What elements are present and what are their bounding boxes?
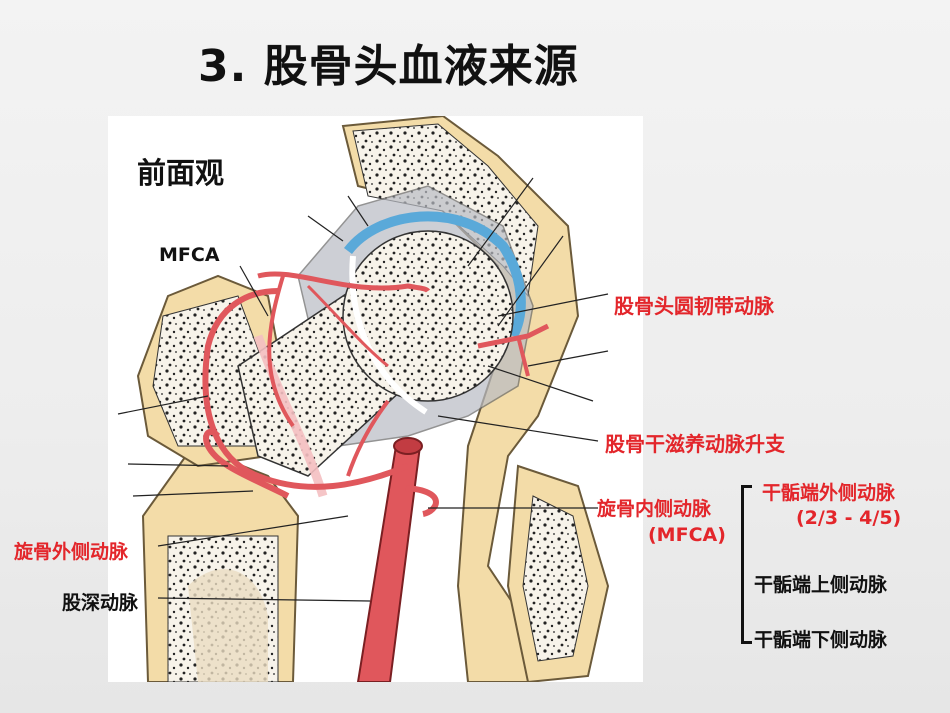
branch-bracket: [741, 485, 752, 644]
leader-deep-femoral: [157, 597, 371, 602]
leader-lig-teres: [497, 293, 609, 317]
leader-lfca: [157, 515, 349, 547]
hip-anatomy-illustration: [117, 116, 610, 682]
mfca-branch-circumflex: [405, 485, 439, 517]
label-mfca-cn: 旋骨内侧动脉: [597, 498, 712, 520]
nutrient-ascending: [346, 399, 390, 477]
articular-cartilage: [344, 211, 526, 339]
label-mfca-top: MFCA: [159, 244, 220, 266]
illustration-panel: [108, 116, 643, 682]
artery-top: [393, 437, 423, 455]
leader-nutrient: [437, 415, 599, 442]
label-lateral-ratio: (2/3 - 4/5): [796, 507, 902, 529]
mfca-artery: [202, 288, 410, 490]
view-label: 前面观: [137, 156, 225, 190]
lateral-epiphyseal: [257, 271, 431, 293]
ischium-marrow: [522, 495, 589, 662]
femoral-head: [342, 230, 514, 402]
ligamentum-teres-artery: [477, 323, 550, 349]
label-superior-epiphyseal: 干骺端上侧动脉: [754, 574, 888, 596]
label-deep-femoral: 股深动脉: [62, 592, 139, 614]
label-lateral-epiphyseal: 干骺端外侧动脉: [762, 482, 896, 504]
label-inferior-epiphyseal: 干骺端下侧动脉: [754, 629, 888, 651]
slide-title: 3. 股骨头血液来源: [198, 41, 579, 92]
label-ligamentum-teres-artery: 股骨头圆韧带动脉: [614, 294, 774, 318]
leader-mfca-top: [239, 265, 269, 317]
lfca-artery: [203, 428, 290, 499]
label-lfca: 旋骨外侧动脉: [14, 541, 129, 563]
growth-plate: [349, 255, 428, 415]
label-mfca-abbr: (MFCA): [648, 524, 726, 546]
label-nutrient-ascending: 股骨干滋养动脉升支: [605, 432, 785, 456]
